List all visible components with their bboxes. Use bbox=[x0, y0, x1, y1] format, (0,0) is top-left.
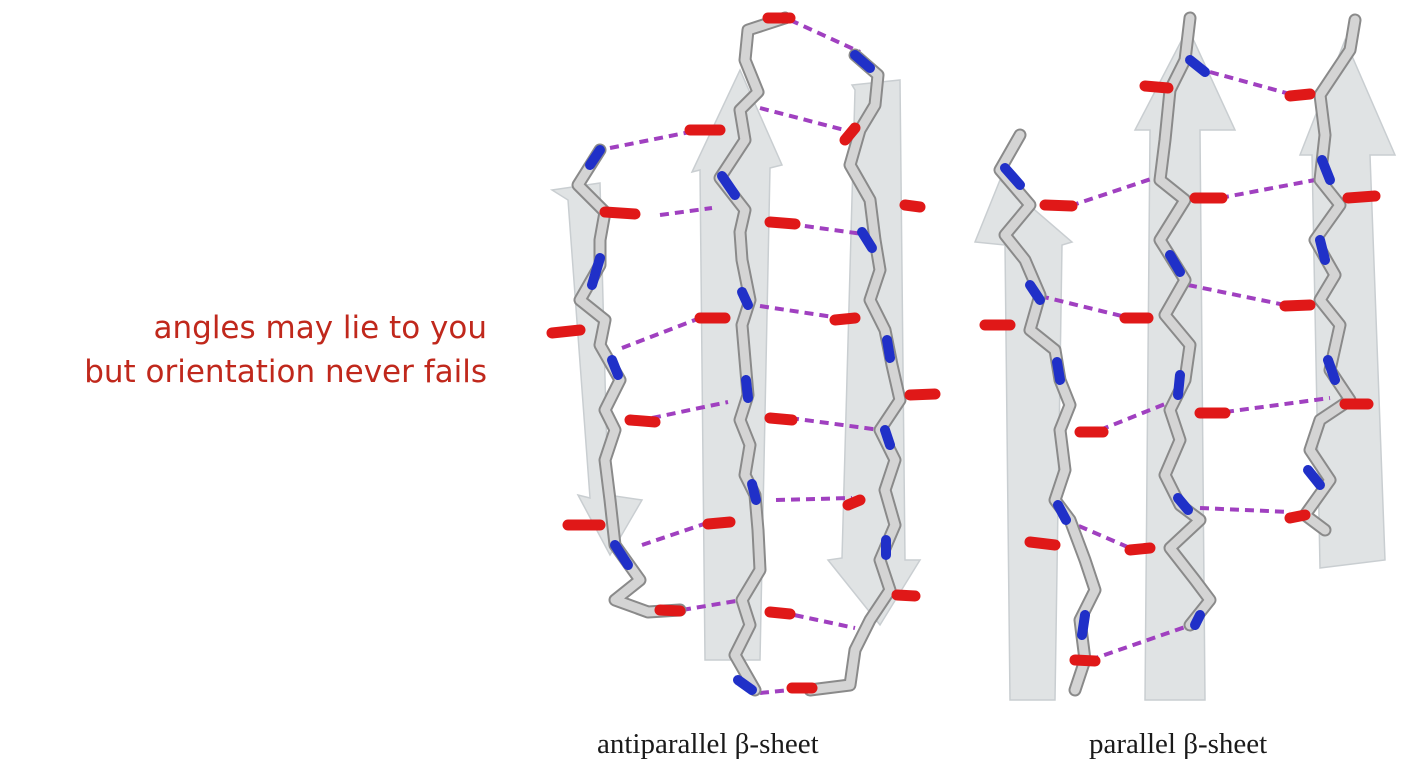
beta-sheet-figure bbox=[546, 11, 1397, 701]
parallel-hydrogen-bonds bbox=[1039, 70, 1331, 662]
parallel-caption: parallel β-sheet bbox=[1089, 728, 1268, 760]
tagline: angles may lie to you but orientation ne… bbox=[0, 306, 487, 394]
nitrogen-atoms bbox=[585, 50, 1340, 695]
antiparallel-hydrogen-bonds bbox=[609, 18, 881, 695]
ribbon-strand-4 bbox=[973, 178, 1074, 701]
antiparallel-caption: antiparallel β-sheet bbox=[597, 728, 819, 760]
parallel-backbones bbox=[993, 11, 1362, 697]
antiparallel-backbones bbox=[571, 11, 907, 697]
oxygen-atoms bbox=[546, 12, 1381, 694]
tagline-line-2: but orientation never fails bbox=[84, 354, 487, 390]
tagline-line-1: angles may lie to you bbox=[153, 310, 488, 346]
ribbon-strand-3 bbox=[826, 79, 922, 627]
